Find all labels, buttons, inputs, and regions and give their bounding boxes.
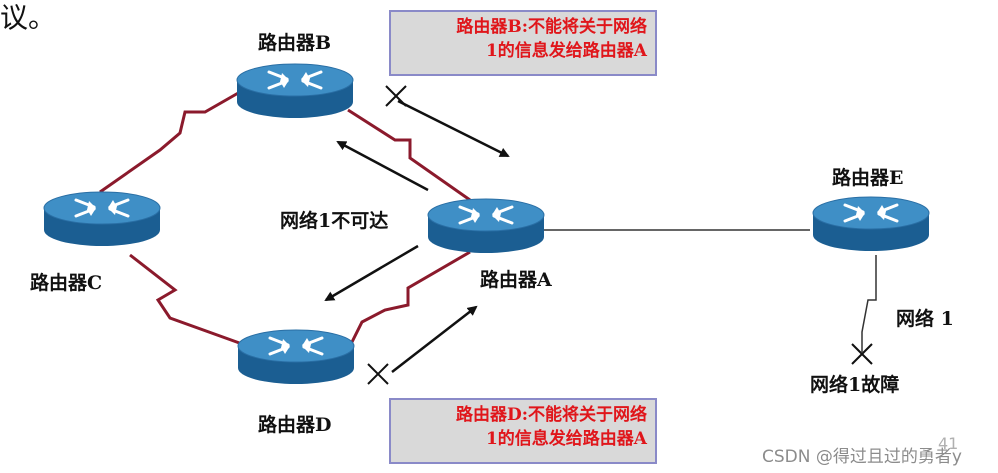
network-failure-label: 网络1故障 <box>810 374 900 396</box>
arrow-icon <box>336 140 429 192</box>
router-a-icon <box>426 197 546 255</box>
blocked-x-icon <box>385 85 407 107</box>
router-c-icon <box>42 190 162 248</box>
page-number: 41 <box>938 434 959 453</box>
link-e-network <box>861 255 877 352</box>
router-b-label: 路由器B <box>258 32 332 54</box>
note-router-b-line2: 1的信息发给路由器A <box>485 41 647 61</box>
router-d-label: 路由器D <box>258 414 332 436</box>
note-router-d-line1: 路由器D:不能将关于网络 <box>455 405 647 425</box>
router-d-icon <box>236 328 356 386</box>
network-unreachable-label: 网络1不可达 <box>280 210 389 232</box>
arrow-icon <box>397 99 510 158</box>
router-b-icon <box>235 62 355 120</box>
link-c-d <box>129 253 246 347</box>
corner-text: 议。 <box>0 1 57 34</box>
arrow-icon <box>324 244 419 302</box>
note-router-d-line2: 1的信息发给路由器A <box>485 429 647 449</box>
watermark: CSDN @得过且过的勇者y <box>762 447 962 467</box>
router-e-icon <box>811 195 931 253</box>
network-1-label: 网络 1 <box>896 308 954 330</box>
link-d-a <box>346 250 471 351</box>
router-e-label: 路由器E <box>832 167 904 189</box>
arrow-icon <box>391 305 478 373</box>
router-a-label: 路由器A <box>480 269 552 291</box>
note-router-d: 路由器D:不能将关于网络 1的信息发给路由器A <box>389 398 657 464</box>
router-c-label: 路由器C <box>30 272 103 294</box>
failure-x-icon <box>851 343 873 365</box>
link-b-c <box>99 90 241 194</box>
blocked-x-icon <box>367 363 389 385</box>
link-b-a <box>347 108 471 202</box>
note-router-b: 路由器B:不能将关于网络 1的信息发给路由器A <box>389 10 657 76</box>
note-router-b-line1: 路由器B:不能将关于网络 <box>456 17 647 37</box>
